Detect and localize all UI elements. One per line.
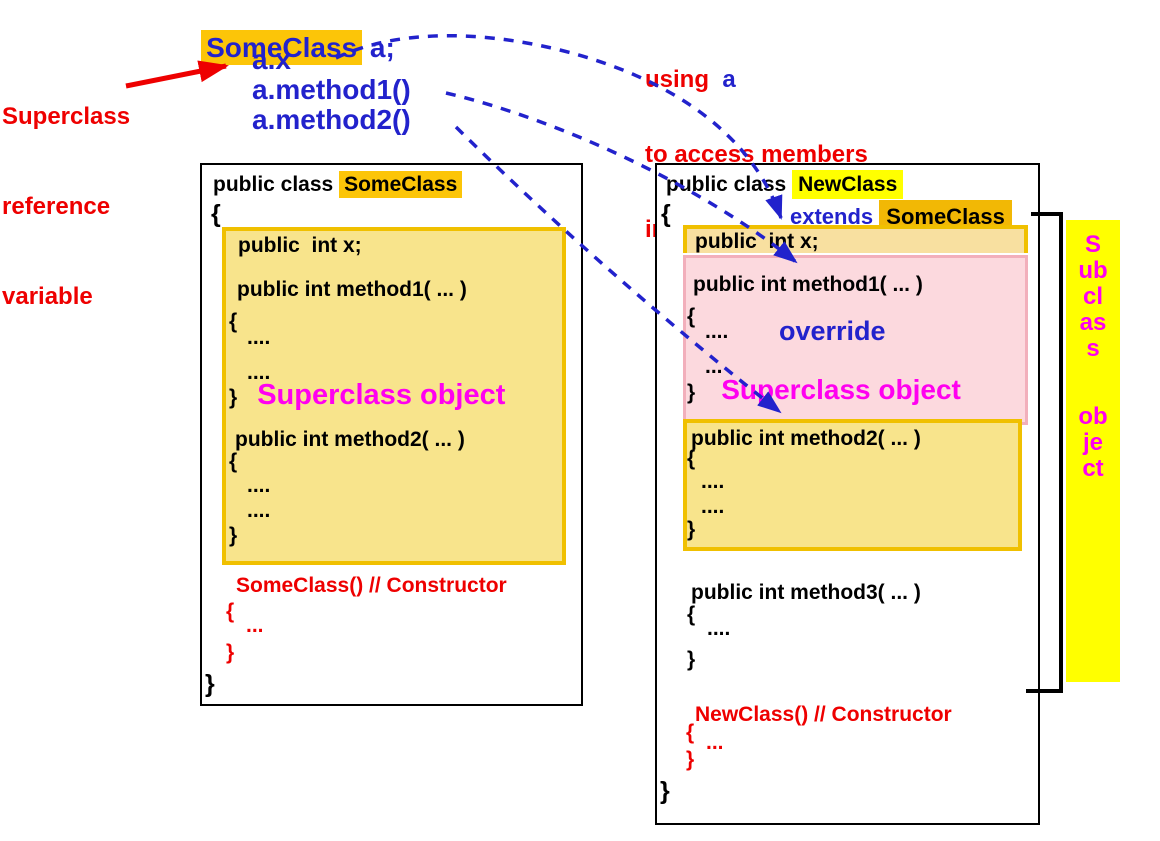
newclass-box: public class NewClass { extends SomeClas… bbox=[655, 163, 1040, 825]
body-dots: ... bbox=[706, 731, 724, 754]
label-line: reference bbox=[2, 193, 111, 220]
close-brace: } bbox=[687, 648, 696, 671]
label-line: variable bbox=[2, 283, 93, 310]
someclass-name-highlight: SomeClass bbox=[339, 171, 463, 198]
extends-keyword: extends bbox=[790, 204, 880, 229]
subclass-band-word: object bbox=[1078, 403, 1108, 482]
inherited-method2-region: public int method2( ... ) { .... .... } bbox=[683, 419, 1022, 551]
open-brace: { bbox=[211, 200, 221, 228]
method1-close-line: }Superclass object bbox=[687, 374, 961, 405]
body-dots: .... bbox=[247, 361, 271, 384]
superclass-reference-label: Superclass reference variable bbox=[2, 42, 130, 372]
label-line: Superclass bbox=[2, 103, 131, 130]
body-dots: .... bbox=[247, 499, 271, 522]
inherited-field-strip: public int x; bbox=[683, 225, 1028, 253]
body-dots: .... bbox=[705, 320, 729, 343]
method2-signature: public int method2( ... ) bbox=[691, 427, 921, 450]
open-brace: { bbox=[229, 450, 238, 473]
method1-signature: public int method1( ... ) bbox=[237, 278, 467, 301]
body-dots: .... bbox=[247, 474, 271, 497]
field-x: public int x; bbox=[695, 230, 819, 253]
access-line-x: a.x bbox=[252, 44, 291, 75]
open-brace: { bbox=[661, 200, 671, 228]
someclass-box: public class SomeClass { public int x; p… bbox=[200, 163, 583, 706]
body-dots: .... bbox=[701, 495, 725, 518]
close-brace: } bbox=[226, 641, 235, 664]
close-brace: } bbox=[687, 518, 696, 541]
newclass-constructor: NewClass() // Constructor bbox=[695, 703, 952, 726]
close-brace: } bbox=[205, 670, 215, 698]
method1-close-line: }Superclass object bbox=[229, 379, 506, 411]
someclass-constructor: SomeClass() // Constructor bbox=[236, 574, 507, 597]
method2-signature: public int method2( ... ) bbox=[235, 428, 465, 451]
open-brace: { bbox=[687, 305, 696, 328]
body-dots: .... bbox=[247, 326, 271, 349]
label-line: using a bbox=[645, 66, 736, 93]
access-line-method1: a.method1() bbox=[252, 74, 411, 105]
newclass-header: public class NewClass bbox=[666, 170, 904, 199]
close-brace: } bbox=[660, 777, 670, 805]
body-dots: ... bbox=[246, 614, 264, 637]
declaration-suffix: a; bbox=[362, 32, 395, 63]
close-brace: } bbox=[229, 524, 238, 547]
close-brace: } bbox=[686, 748, 695, 771]
open-brace: { bbox=[226, 600, 235, 623]
body-dots: .... bbox=[707, 617, 731, 640]
using-a-var: a bbox=[722, 66, 736, 93]
someclass-header: public class SomeClass bbox=[213, 171, 463, 198]
superclass-object-label: Superclass object bbox=[257, 379, 506, 411]
subclass-band-word: Subclass bbox=[1078, 231, 1108, 362]
override-region: public int method1( ... ) { .... overrid… bbox=[683, 255, 1028, 425]
override-label: override bbox=[779, 316, 886, 346]
body-dots: .... bbox=[701, 470, 725, 493]
open-brace: { bbox=[229, 310, 238, 333]
body-dots: ... bbox=[705, 355, 723, 378]
open-brace: { bbox=[686, 721, 695, 744]
subclass-object-band: Subclass object bbox=[1066, 220, 1120, 682]
field-x: public int x; bbox=[238, 234, 362, 257]
newclass-name-highlight: NewClass bbox=[792, 170, 904, 199]
superclass-object-region: public int x; public int method1( ... ) … bbox=[222, 227, 566, 565]
open-brace: { bbox=[687, 447, 696, 470]
method1-signature: public int method1( ... ) bbox=[693, 273, 923, 296]
method3-signature: public int method3( ... ) bbox=[691, 581, 921, 604]
access-line-method2: a.method2() bbox=[252, 104, 411, 135]
open-brace: { bbox=[687, 603, 696, 626]
superclass-object-label: Superclass object bbox=[721, 374, 961, 405]
